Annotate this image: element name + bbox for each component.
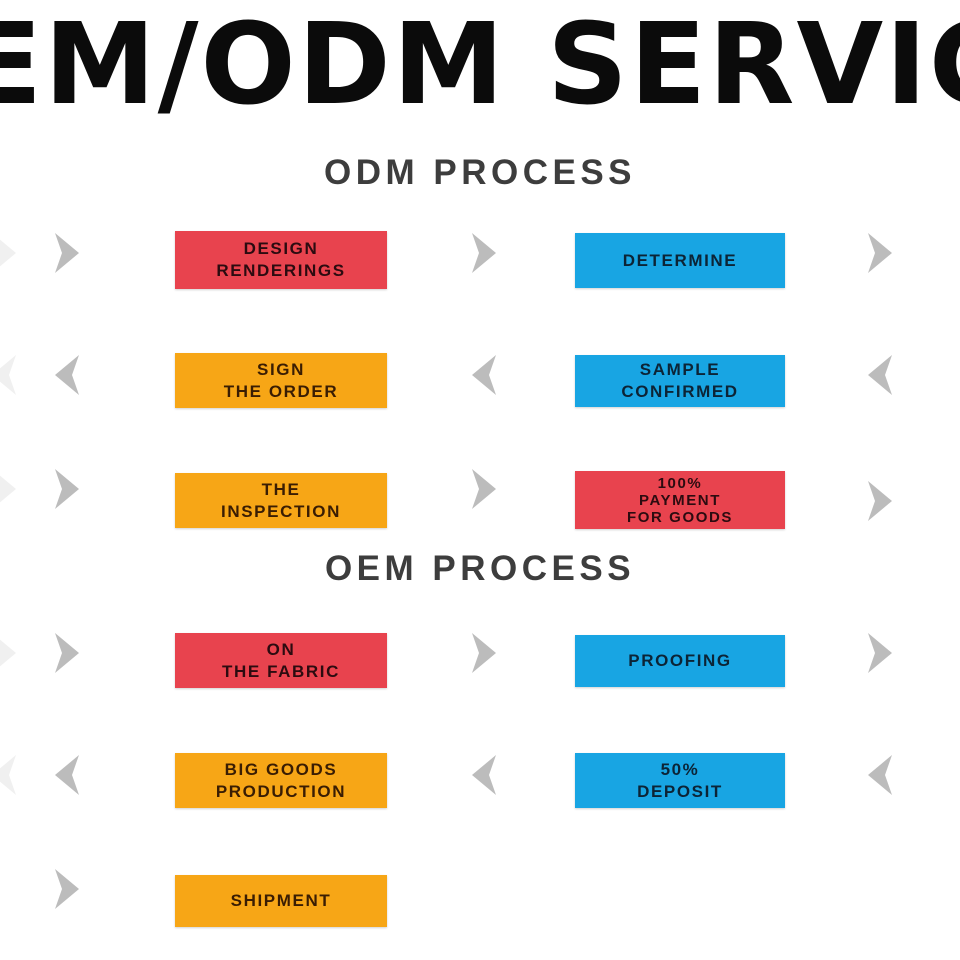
process-row-oem-3: SHIPMENT (0, 850, 960, 960)
process-box-label: SIGN THE ORDER (223, 359, 339, 401)
title-band: OEM/ODM SERVICE (0, 0, 960, 140)
process-box-label: SHIPMENT (230, 891, 332, 910)
chevron-right-icon (858, 476, 902, 526)
chevron-left-icon (0, 350, 26, 400)
process-box-50-percent-deposit[interactable]: 50% DEPOSIT (575, 753, 785, 808)
chevron-right-icon (0, 628, 26, 678)
chevron-left-icon (858, 750, 902, 800)
process-box-determine[interactable]: DETERMINE (575, 233, 785, 288)
process-row-odm-1: DESIGN RENDERINGS DETERMINE (0, 210, 960, 330)
process-box-label: PROOFING (628, 651, 732, 670)
process-row-oem-1: ON THE FABRIC PROOFING (0, 610, 960, 730)
section-heading-oem: OEM PROCESS (324, 549, 636, 588)
process-box-sign-the-order[interactable]: SIGN THE ORDER (175, 353, 387, 408)
process-box-sample-confirmed[interactable]: SAMPLE CONFIRMED (575, 355, 785, 407)
chevron-right-icon (45, 864, 89, 914)
chevron-right-icon (0, 464, 26, 514)
process-box-label: BIG GOODS PRODUCTION (215, 759, 347, 801)
chevron-left-icon (462, 750, 506, 800)
chevron-left-icon (462, 350, 506, 400)
chevron-right-icon (462, 464, 506, 514)
process-box-100-percent-payment-for-goods[interactable]: 100% PAYMENT FOR GOODS (575, 471, 785, 529)
chevron-right-icon (462, 228, 506, 278)
process-box-proofing[interactable]: PROOFING (575, 635, 785, 687)
process-box-label: THE INSPECTION (221, 479, 341, 521)
chevron-left-icon (45, 750, 89, 800)
section-heading-odm: ODM PROCESS (323, 153, 637, 192)
chevron-right-icon (858, 628, 902, 678)
process-box-on-the-fabric[interactable]: ON THE FABRIC (175, 633, 387, 688)
process-box-label: DETERMINE (622, 250, 738, 270)
process-box-label: SAMPLE CONFIRMED (621, 360, 739, 401)
process-box-label: DESIGN RENDERINGS (216, 239, 346, 280)
chevron-right-icon (45, 228, 89, 278)
chevron-right-icon (462, 628, 506, 678)
chevron-left-icon (0, 750, 26, 800)
process-box-the-inspection[interactable]: THE INSPECTION (175, 473, 387, 528)
process-box-label: 100% PAYMENT FOR GOODS (626, 474, 734, 526)
process-box-design-renderings[interactable]: DESIGN RENDERINGS (175, 231, 387, 289)
chevron-right-icon (45, 628, 89, 678)
process-box-label: ON THE FABRIC (222, 639, 340, 681)
chevron-left-icon (45, 350, 89, 400)
chevron-right-icon (0, 228, 26, 278)
chevron-right-icon (45, 464, 89, 514)
page-title: OEM/ODM SERVICE (0, 0, 960, 130)
process-box-label: 50% DEPOSIT (637, 759, 723, 801)
chevron-left-icon (858, 350, 902, 400)
process-box-shipment[interactable]: SHIPMENT (175, 875, 387, 927)
chevron-right-icon (858, 228, 902, 278)
process-box-big-goods-production[interactable]: BIG GOODS PRODUCTION (175, 753, 387, 808)
process-row-odm-3: THE INSPECTION 100% PAYMENT FOR GOODS (0, 450, 960, 570)
process-row-odm-2: SIGN THE ORDER SAMPLE CONFIRMED (0, 330, 960, 450)
process-row-oem-2: BIG GOODS PRODUCTION 50% DEPOSIT (0, 730, 960, 850)
